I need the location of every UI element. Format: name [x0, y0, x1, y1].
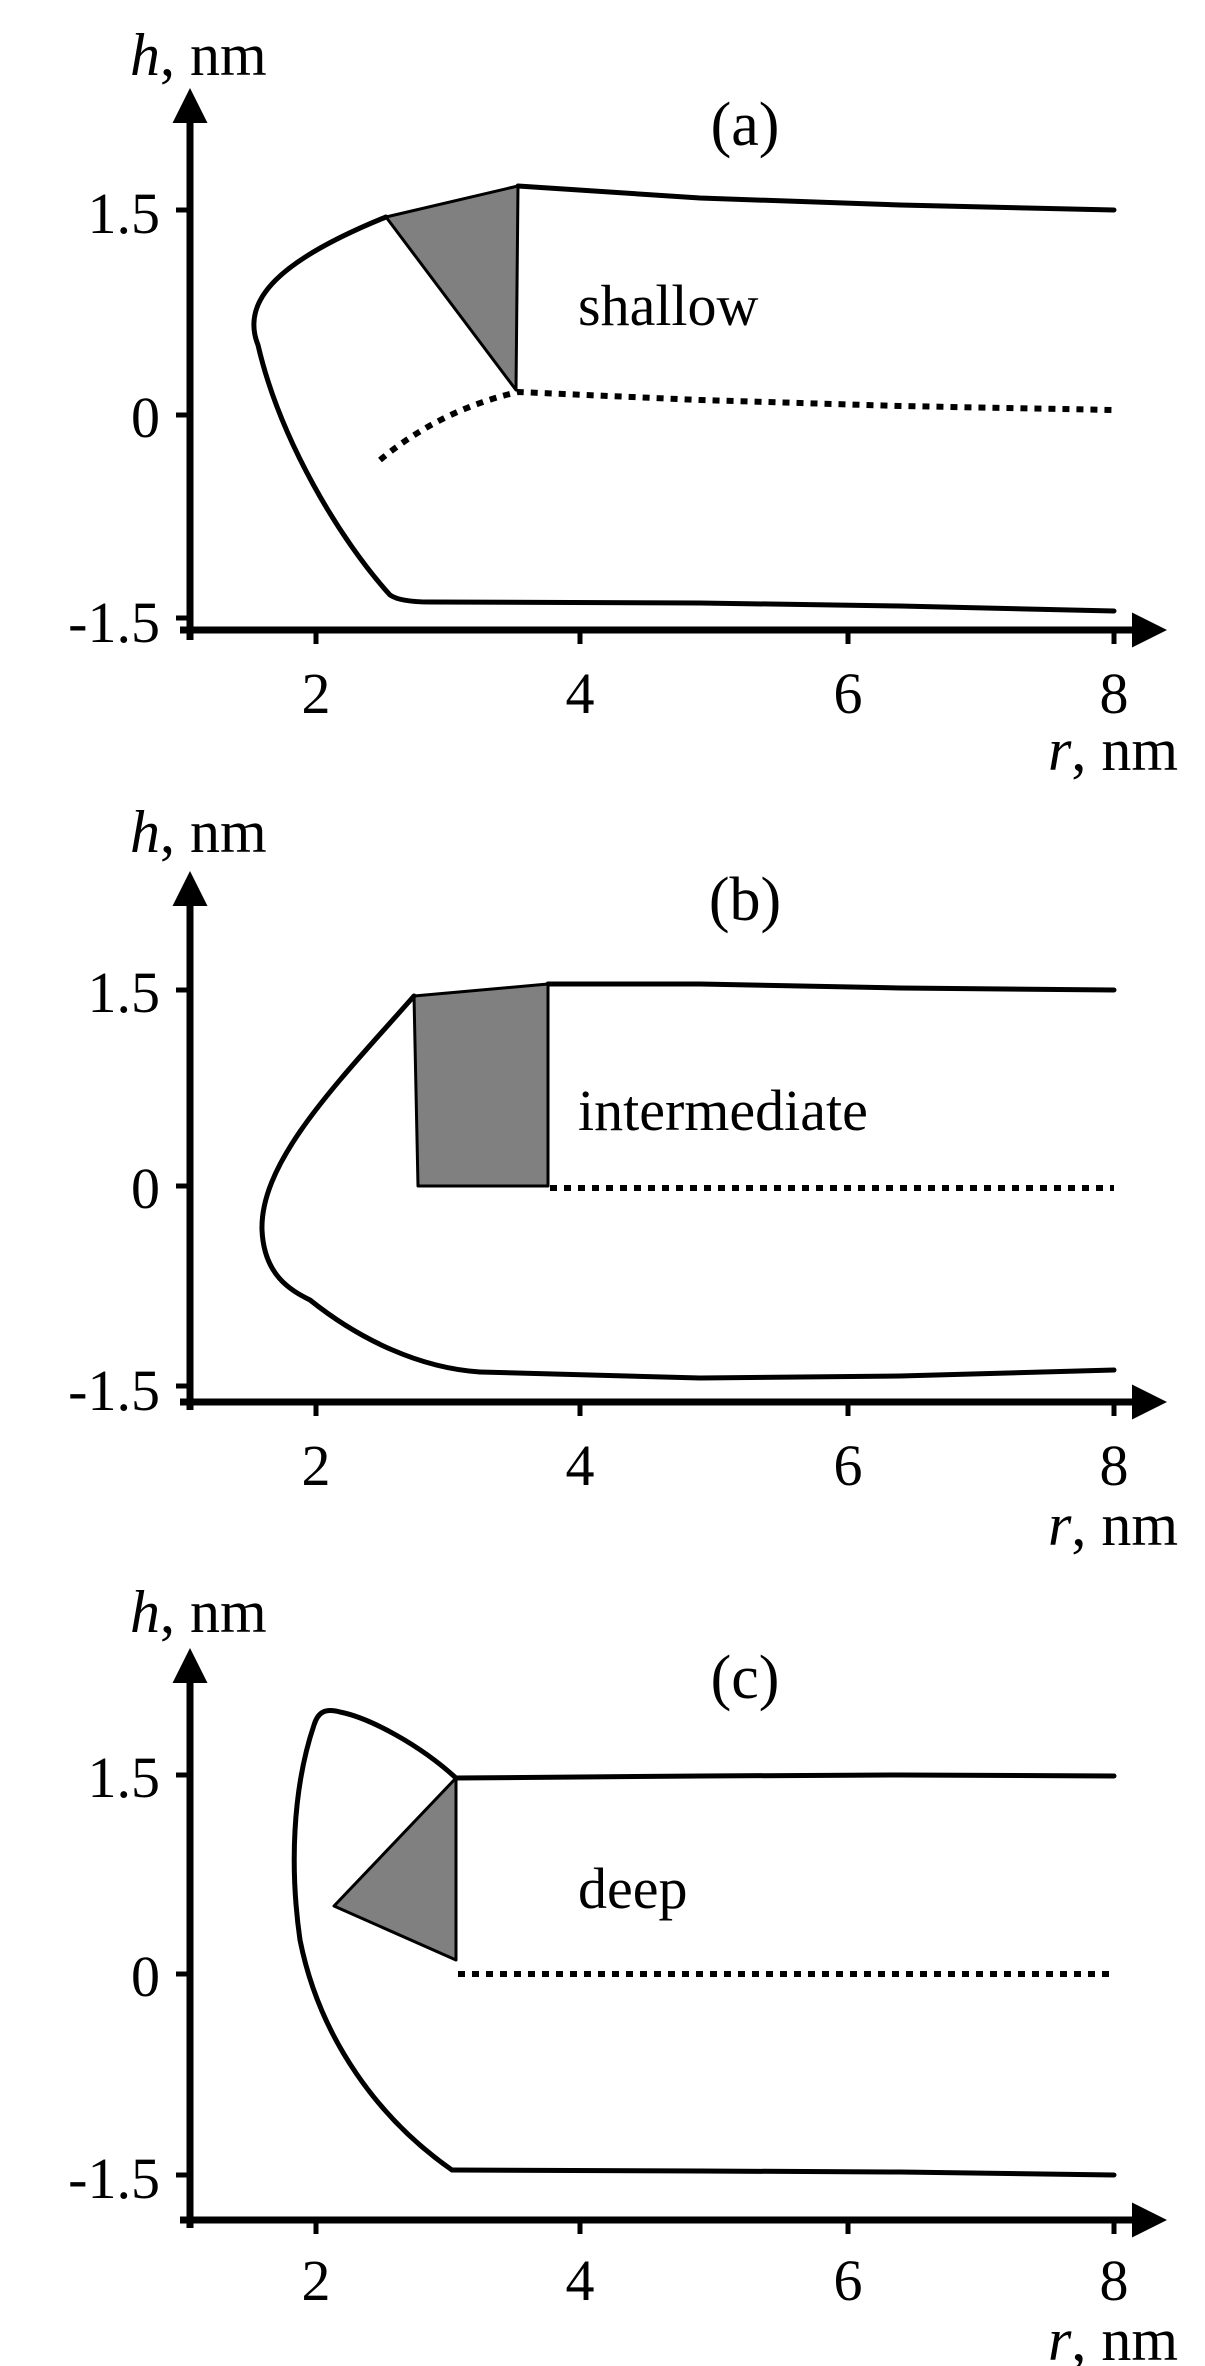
panel-a-y-axis-label: h, nm — [130, 22, 267, 88]
panel-a-y-axis-unit: , nm — [160, 22, 267, 88]
panel-b: 1.5 0 -1.5 2 4 6 8 h, nm r, nm (b) inter… — [68, 799, 1178, 1558]
panel-a: 1.5 0 -1.5 2 4 6 8 h, nm r, nm (a) shall… — [68, 22, 1178, 783]
panel-c-y-axis-unit: , nm — [160, 1579, 267, 1645]
panel-b-x-tick-label-6: 6 — [834, 1433, 863, 1498]
panel-a-y-tick-label-0: 0 — [131, 385, 160, 450]
panel-a-x-tick-label-6: 6 — [834, 661, 863, 726]
panel-b-upper-surface — [545, 981, 1117, 993]
panel-c-shaded-wedge — [332, 1776, 458, 1962]
panel-b-shaded-block — [412, 982, 550, 1188]
panel-b-y-tick-label-1.5: 1.5 — [88, 960, 161, 1025]
panel-b-lower-surface — [477, 1367, 1117, 1381]
panel-b-y-axis-var: h — [130, 799, 160, 865]
panel-c-x-tick-label-6: 6 — [834, 2248, 863, 2313]
panel-a-x-axis-label: r, nm — [1048, 717, 1178, 783]
panel-b-x-axis-var: r — [1048, 1492, 1072, 1558]
panel-c-y-tick-label-1.5: 1.5 — [88, 1745, 161, 1810]
panel-b-x-axis-unit: , nm — [1071, 1492, 1178, 1558]
panel-a-x-tick-label-4: 4 — [566, 661, 595, 726]
panel-b-x-axis-label: r, nm — [1048, 1492, 1178, 1558]
panel-b-y-axis-label: h, nm — [130, 799, 267, 865]
panel-c-upper-surface — [453, 1772, 1117, 1781]
panel-c-x-tick-label-2: 2 — [302, 2248, 331, 2313]
panel-b-y-axis-unit: , nm — [160, 799, 267, 865]
panel-b-x-tick-label-2: 2 — [302, 1433, 331, 1498]
panel-c-region-label: deep — [578, 1856, 688, 1921]
panel-b-cavity-wall — [259, 993, 483, 1375]
panel-b-y-tick-label-0: 0 — [131, 1156, 160, 1221]
panel-a-y-tick-label-1.5: 1.5 — [88, 181, 161, 246]
panel-a-x-tick-label-8: 8 — [1100, 661, 1129, 726]
panel-a-region-label: shallow — [578, 273, 759, 338]
panel-c-x-tick-label-8: 8 — [1100, 2248, 1129, 2313]
panel-b-x-tick-label-4: 4 — [566, 1433, 595, 1498]
panel-b-label: (b) — [709, 866, 781, 934]
panel-a-y-tick-label-minus-1.5: -1.5 — [68, 590, 160, 655]
panel-c-y-axis-var: h — [130, 1579, 160, 1645]
panel-b-region-label: intermediate — [578, 1078, 868, 1143]
panel-a-x-axis-var: r — [1048, 717, 1072, 783]
panel-b-x-tick-label-8: 8 — [1100, 1433, 1129, 1498]
panel-c-x-tick-label-4: 4 — [566, 2248, 595, 2313]
panel-a-shaded-wedge — [384, 184, 520, 392]
panel-c-y-tick-label-minus-1.5: -1.5 — [68, 2146, 160, 2211]
panel-a-y-axis-var: h — [130, 22, 160, 88]
panel-c-lower-surface — [449, 2167, 1117, 2178]
panel-a-x-axis-unit: , nm — [1071, 717, 1178, 783]
panel-a-midline — [378, 388, 1115, 463]
panel-c-y-tick-label-0: 0 — [131, 1944, 160, 2009]
panel-c-x-axis-label: r, nm — [1048, 2307, 1178, 2366]
panel-c-x-axis-var: r — [1048, 2307, 1072, 2366]
panel-c: 1.5 0 -1.5 2 4 6 8 h, nm r, nm (c) deep — [68, 1579, 1178, 2366]
panel-a-label: (a) — [711, 91, 780, 159]
panel-c-label: (c) — [711, 1644, 780, 1712]
panel-a-x-tick-label-2: 2 — [302, 661, 331, 726]
panel-c-cavity-wall — [291, 1708, 459, 2173]
panel-b-y-tick-label-minus-1.5: -1.5 — [68, 1358, 160, 1423]
panel-a-cavity-wall — [251, 214, 433, 605]
panel-c-y-axis-label: h, nm — [130, 1579, 267, 1645]
panel-a-lower-surface — [427, 599, 1117, 614]
panel-a-upper-surface — [515, 183, 1117, 213]
panel-c-x-axis-unit: , nm — [1071, 2307, 1178, 2366]
